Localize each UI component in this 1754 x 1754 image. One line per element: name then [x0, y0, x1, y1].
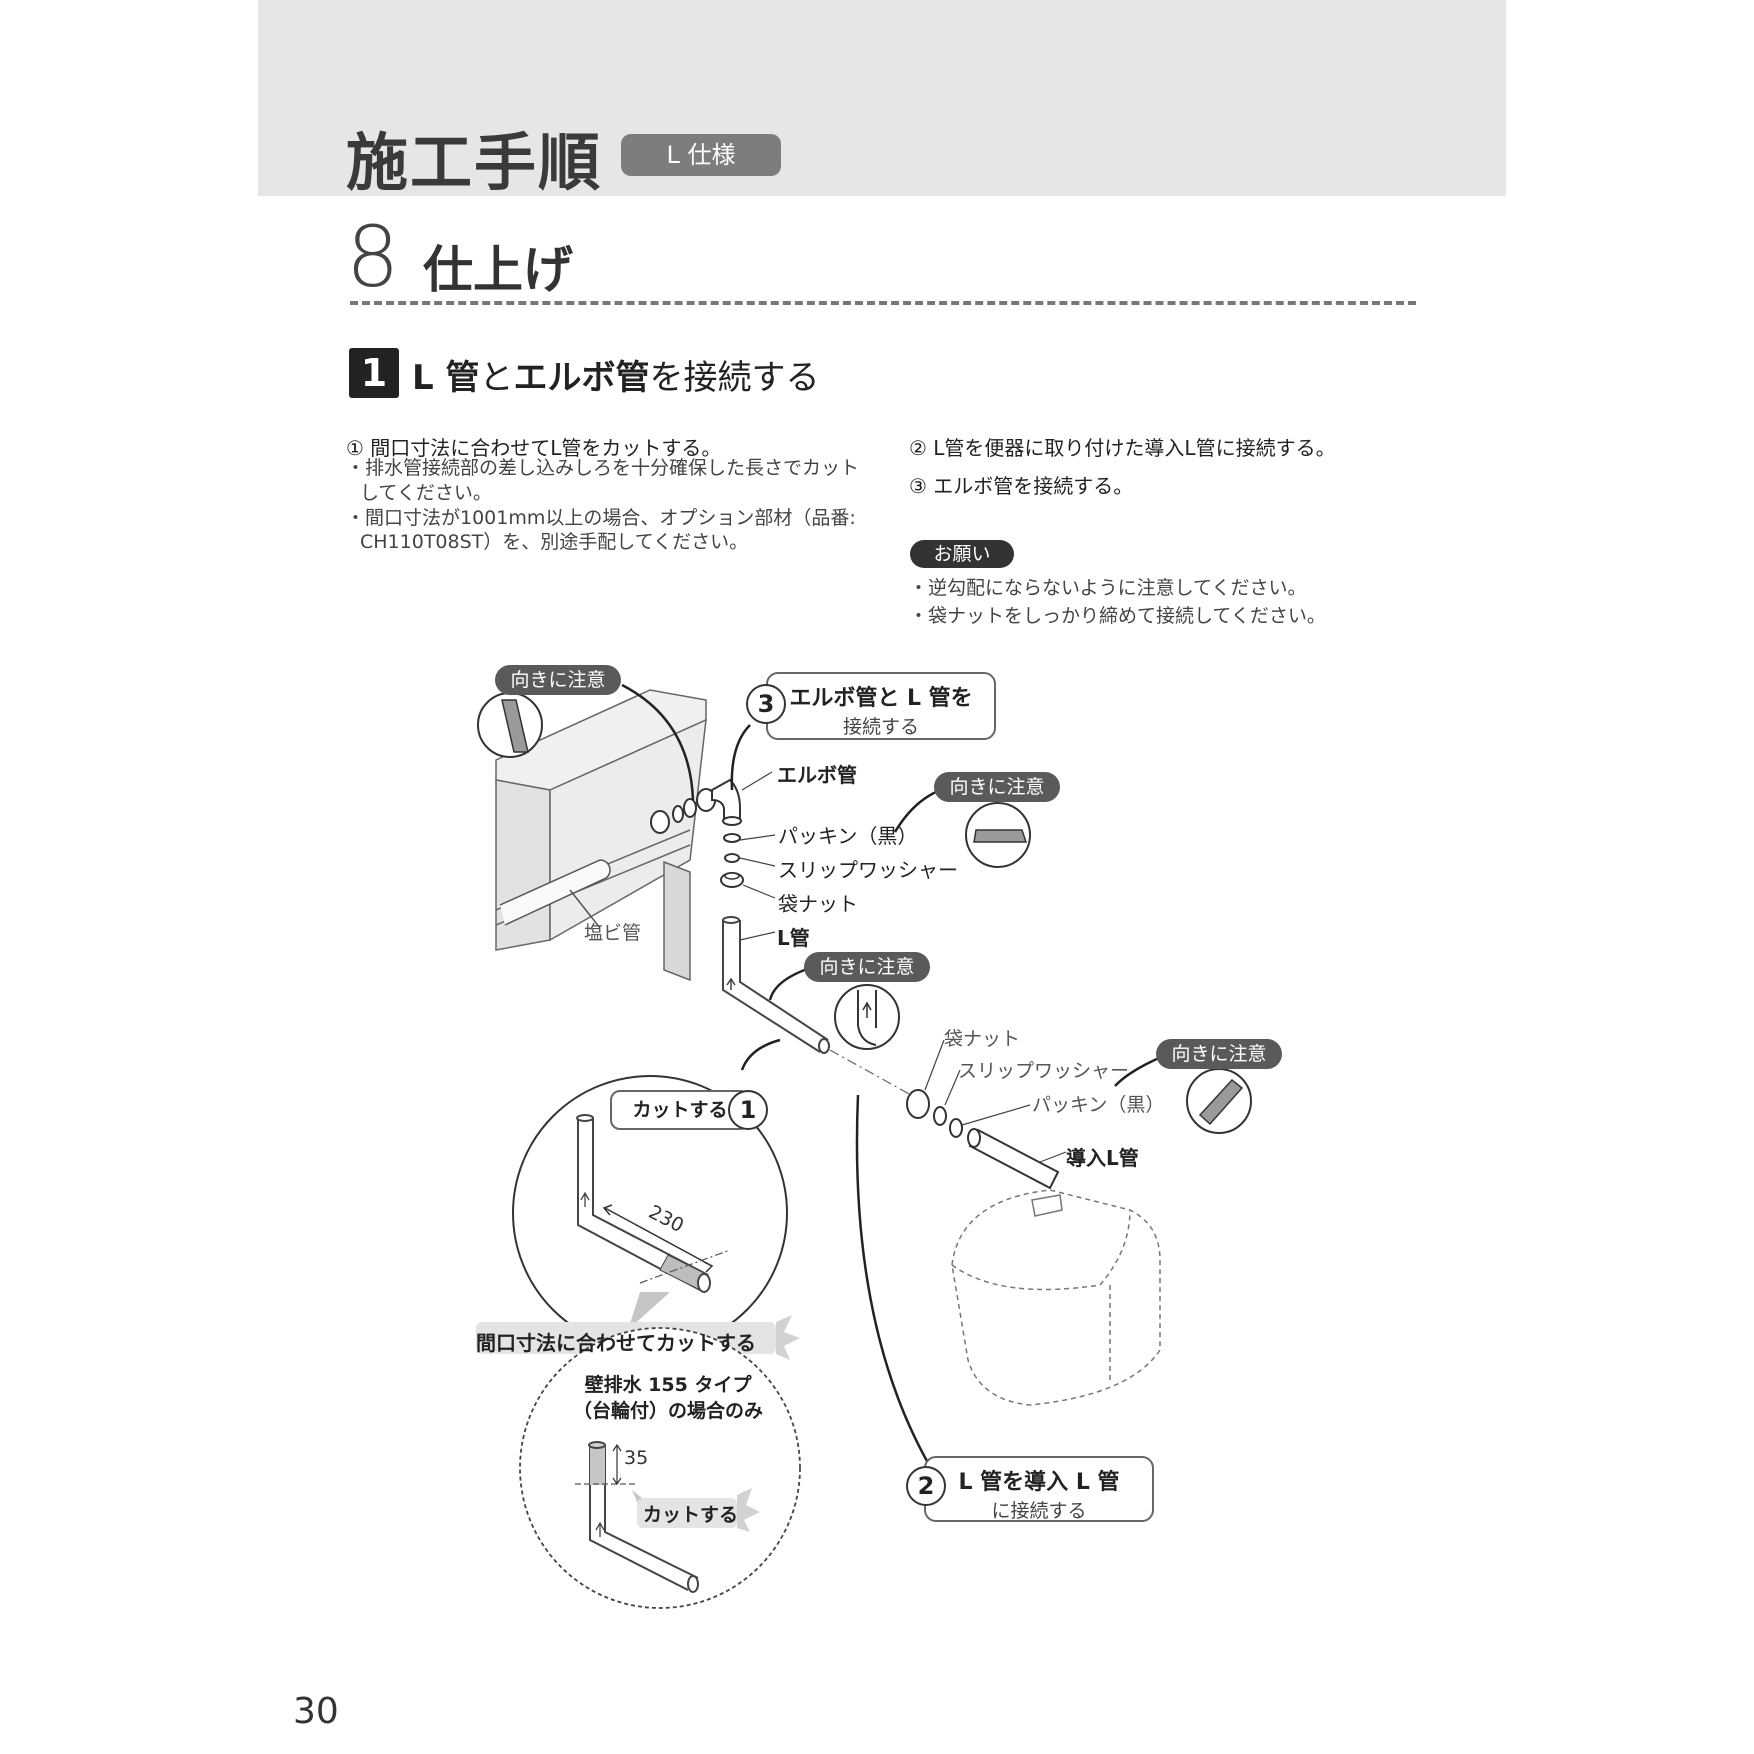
callout-3-box: エルボ管と L 管を 接続する — [766, 672, 996, 740]
label-intro-l-pipe: 導入L管 — [1066, 1146, 1139, 1170]
dimension-35: 35 — [624, 1447, 649, 1469]
care-label-4: 向きに注意 — [1156, 1039, 1282, 1069]
instruction-2: ② L管を便器に取り付けた導入L管に接続する。 — [909, 436, 1336, 460]
section-number: 8 — [346, 208, 400, 306]
wall155-line1: 壁排水 155 タイプ — [584, 1374, 752, 1396]
instruction-3: ③ エルボ管を接続する。 — [909, 474, 1134, 498]
care-label-3: 向きに注意 — [804, 952, 930, 982]
care-label-1: 向きに注意 — [495, 665, 621, 695]
callout-1-box: カットする — [610, 1090, 750, 1130]
label-packing-black-2: パッキン（黒） — [1032, 1094, 1165, 1116]
toilet-fittings — [906, 1089, 963, 1138]
step-title-part: L 管 — [412, 358, 480, 398]
note-2-line2: CH110T08ST）を、別途手配してください。 — [360, 531, 749, 553]
request-badge: お願い — [910, 540, 1014, 568]
callout-3-line1: エルボ管と L 管を — [789, 686, 973, 711]
spec-badge: L 仕様 — [621, 134, 781, 176]
center-line — [829, 1049, 921, 1101]
page-number: 30 — [293, 1691, 339, 1732]
toilet-body — [951, 1189, 1161, 1406]
wall155-note: 壁排水 155 タイプ （台輪付）の場合のみ — [573, 1372, 763, 1424]
callout-2-box: L 管を導入 L 管 に接続する — [924, 1456, 1154, 1522]
callout-2-line1: L 管を導入 L 管 — [958, 1470, 1120, 1495]
label-bag-nut-1: 袋ナット — [778, 892, 858, 916]
l-pipe — [722, 916, 830, 1054]
step-title-part: と — [479, 358, 514, 398]
callout-3-number: 3 — [746, 684, 786, 724]
note-1-line2: してください。 — [360, 482, 492, 504]
callout-3-line2: 接続する — [842, 716, 919, 738]
label-bag-nut-2: 袋ナット — [944, 1028, 1021, 1050]
wall155-line2: （台輪付）の場合のみ — [573, 1400, 764, 1422]
cut-note-small: カットする — [643, 1504, 739, 1526]
instruction-1: ① 間口寸法に合わせてL管をカットする。 — [346, 436, 722, 460]
cut-detail-circle — [512, 1075, 788, 1351]
vertical-fittings — [720, 833, 744, 888]
elbow-pipe — [711, 778, 742, 826]
callout-1-number: 1 — [728, 1090, 768, 1130]
request-2: ・袋ナットをしっかり締めて接続してください。 — [909, 605, 1326, 627]
section-title: 仕上げ — [423, 241, 573, 299]
orientation-details — [501, 699, 1244, 1126]
callout-1-text: カットする — [632, 1099, 728, 1121]
request-1: ・逆勾配にならないように注意してください。 — [909, 577, 1307, 599]
callout-2-number: 2 — [906, 1466, 946, 1506]
label-pvc-pipe: 塩ビ管 — [584, 922, 642, 944]
cut-banner: 間口寸法に合わせてカットする — [476, 1331, 756, 1355]
cabinet-fittings — [650, 788, 716, 834]
pvc-pipe — [499, 859, 611, 929]
wall155-detail-circle — [519, 1327, 801, 1609]
header-band — [258, 0, 1506, 196]
label-elbow-pipe: エルボ管 — [777, 763, 857, 787]
label-l-pipe: L管 — [777, 926, 810, 950]
care-label-2: 向きに注意 — [934, 772, 1060, 802]
label-slip-washer-1: スリップワッシャー — [778, 858, 958, 882]
toilet-panel — [1031, 1194, 1063, 1217]
dashed-divider — [350, 301, 1416, 305]
callout-2-line2: に接続する — [991, 1500, 1087, 1522]
step-title-part: を接続する — [649, 358, 820, 398]
note-2-line1: ・間口寸法が1001mm以上の場合、オプション部材（品番: — [346, 507, 856, 529]
step-title: L 管とエルボ管を接続する — [412, 350, 820, 399]
note-1-line1: ・排水管接続部の差し込みしろを十分確保した長さでカット — [346, 457, 860, 479]
label-slip-washer-2: スリップワッシャー — [958, 1060, 1130, 1082]
step-title-part: エルボ管 — [513, 358, 650, 398]
page-title: 施工手順 — [346, 126, 603, 199]
thin-leaders — [739, 771, 1067, 1163]
label-packing-black-1: パッキン（黒） — [778, 824, 918, 848]
intro-l-pipe — [967, 1128, 1060, 1190]
step-number: 1 — [349, 348, 399, 398]
